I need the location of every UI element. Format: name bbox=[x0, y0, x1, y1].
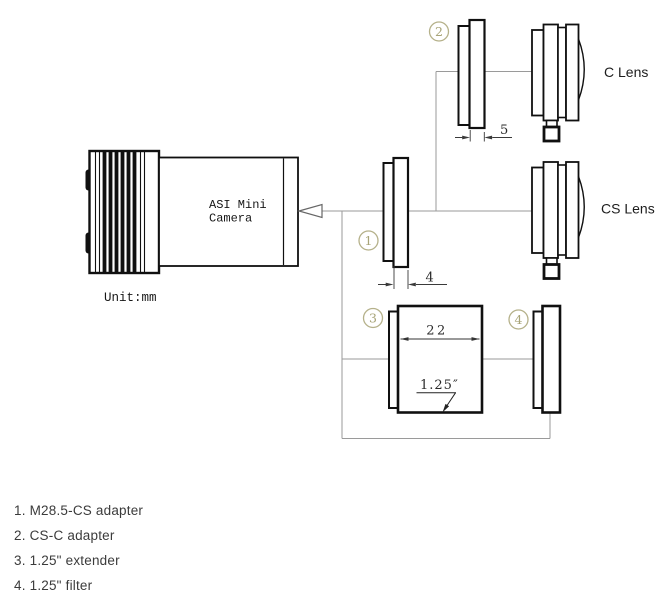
connector-lines bbox=[322, 71, 551, 439]
extender-flange bbox=[388, 310, 399, 409]
camera-label-line1: ASI Mini bbox=[209, 198, 267, 212]
c-lens-ring1 bbox=[542, 23, 559, 122]
branch-down-line bbox=[341, 211, 551, 439]
callout-3-circle bbox=[362, 307, 384, 329]
legend-item-1: 1. M28.5-CS adapter bbox=[14, 503, 144, 518]
filter-1-25 bbox=[532, 304, 562, 414]
callout-2-circle bbox=[428, 21, 450, 42]
adapter2-barrel bbox=[468, 18, 486, 130]
c-lens-front-ring bbox=[565, 23, 580, 122]
callout-4-number: 4 bbox=[515, 312, 523, 327]
callout-3-number: 3 bbox=[369, 311, 377, 326]
adapter1-barrel bbox=[392, 156, 410, 269]
dimension-adapter1 bbox=[378, 266, 447, 289]
adapter1-flange bbox=[382, 162, 395, 262]
dimension-extender bbox=[400, 337, 480, 341]
c-lens-screw-knob bbox=[542, 125, 561, 143]
filter-flange bbox=[532, 310, 544, 409]
c-lens-label: C Lens bbox=[604, 64, 648, 80]
c-lens-ring2 bbox=[557, 26, 567, 119]
unit-label: Unit:mm bbox=[104, 291, 157, 305]
cs-lens-front-ring bbox=[565, 161, 580, 259]
callout-4-circle bbox=[508, 309, 529, 330]
c-lens-glass-curve bbox=[577, 38, 585, 101]
adapter2-flange bbox=[457, 25, 471, 126]
dimension-adapter2 bbox=[455, 130, 512, 142]
cs-lens-label: CS Lens bbox=[601, 201, 655, 217]
c-lens-mount bbox=[531, 29, 545, 117]
callout-1-circle bbox=[358, 230, 379, 251]
asi-mini-camera: ASI Mini Camera bbox=[85, 149, 323, 275]
dimension-adapter1-value: 4 bbox=[426, 271, 434, 286]
camera-body bbox=[158, 156, 299, 267]
assembly-diagram: ASI Mini Camera Unit:mm 4 5 bbox=[85, 18, 655, 439]
cs-lens-ring1 bbox=[542, 161, 559, 259]
camera-label-line2: Camera bbox=[209, 212, 252, 226]
dimension-adapter2-value: 5 bbox=[500, 123, 508, 138]
cs-lens-mount bbox=[531, 166, 545, 254]
bore-callout: 1.25″ bbox=[416, 378, 459, 413]
c-lens bbox=[531, 23, 585, 143]
cs-lens-ring2 bbox=[557, 164, 567, 256]
dimension-extender-value: 22 bbox=[426, 324, 448, 339]
callout-2-number: 2 bbox=[435, 24, 443, 39]
left-arrow-marker bbox=[296, 203, 323, 219]
cs-lens-glass-curve bbox=[577, 176, 585, 238]
cs-lens-screw-knob bbox=[542, 263, 561, 280]
extender-body bbox=[396, 304, 484, 414]
bore-label: 1.25″ bbox=[420, 378, 459, 393]
legend-item-4: 4. 1.25" filter bbox=[14, 578, 93, 593]
m285-cs-adapter bbox=[382, 156, 410, 269]
extender-1-25 bbox=[388, 304, 484, 414]
callout-1-number: 1 bbox=[365, 233, 373, 248]
legend-item-2: 2. CS-C adapter bbox=[14, 528, 115, 543]
callouts bbox=[358, 21, 529, 330]
filter-body bbox=[541, 304, 562, 414]
heatsink-fins bbox=[94, 152, 146, 272]
cs-lens bbox=[531, 161, 585, 280]
bore-leader-arrowhead bbox=[442, 403, 450, 413]
cs-c-adapter bbox=[457, 18, 486, 130]
legend-item-3: 3. 1.25" extender bbox=[14, 553, 120, 568]
legend: 1. M28.5-CS adapter 2. CS-C adapter 3. 1… bbox=[14, 498, 143, 598]
